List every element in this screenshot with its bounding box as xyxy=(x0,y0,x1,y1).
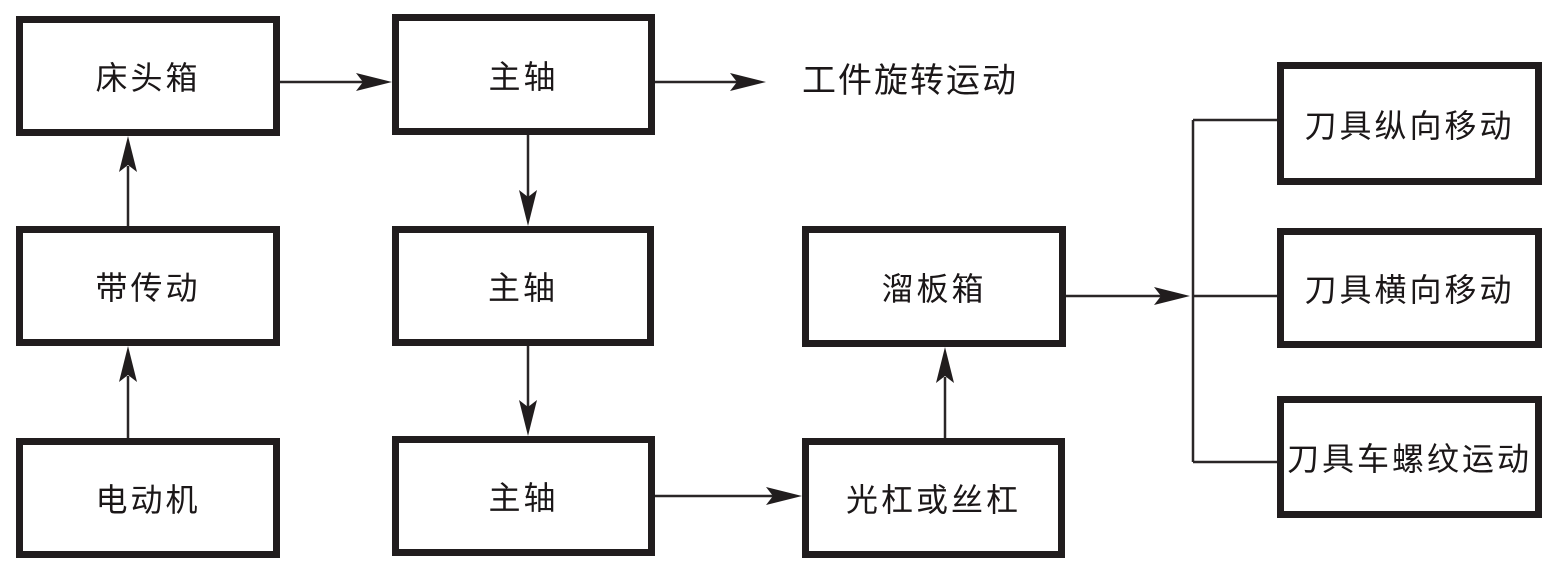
node-spindle-2: 主轴 xyxy=(392,226,654,346)
node-spindle-3: 主轴 xyxy=(392,436,655,556)
node-tool-threading-move: 刀具车螺纹运动 xyxy=(1277,396,1542,518)
node-tool-transverse-move: 刀具横向移动 xyxy=(1277,228,1542,348)
edge-headstock-to-spindle1-arrow xyxy=(280,73,392,91)
node-motor: 电动机 xyxy=(16,438,280,558)
node-spindle-1: 主轴 xyxy=(392,14,655,135)
node-tool-longitudinal-move: 刀具纵向移动 xyxy=(1277,62,1542,185)
edge-spindle3-to-leadscrew-arrow xyxy=(655,487,802,505)
edge-spindle2-to-spindle3-arrow xyxy=(519,346,537,436)
edge-belt-to-headstock-arrow xyxy=(119,136,137,226)
edge-spindle1-to-workpiece-label-arrow xyxy=(655,73,766,91)
node-belt-drive: 带传动 xyxy=(16,226,280,346)
edge-leadscrew-to-apron-arrow xyxy=(936,347,954,438)
edge-spindle1-to-spindle2-arrow xyxy=(519,135,537,226)
edge-apron-to-branch-arrow xyxy=(1066,287,1190,305)
node-headstock: 床头箱 xyxy=(16,16,280,136)
workpiece-rotation-label: 工件旋转运动 xyxy=(802,63,1018,100)
node-feed-rod-or-leadscrew: 光杠或丝杠 xyxy=(802,438,1065,558)
node-apron-box: 溜板箱 xyxy=(802,226,1066,347)
edge-motor-to-belt-arrow xyxy=(119,346,137,438)
